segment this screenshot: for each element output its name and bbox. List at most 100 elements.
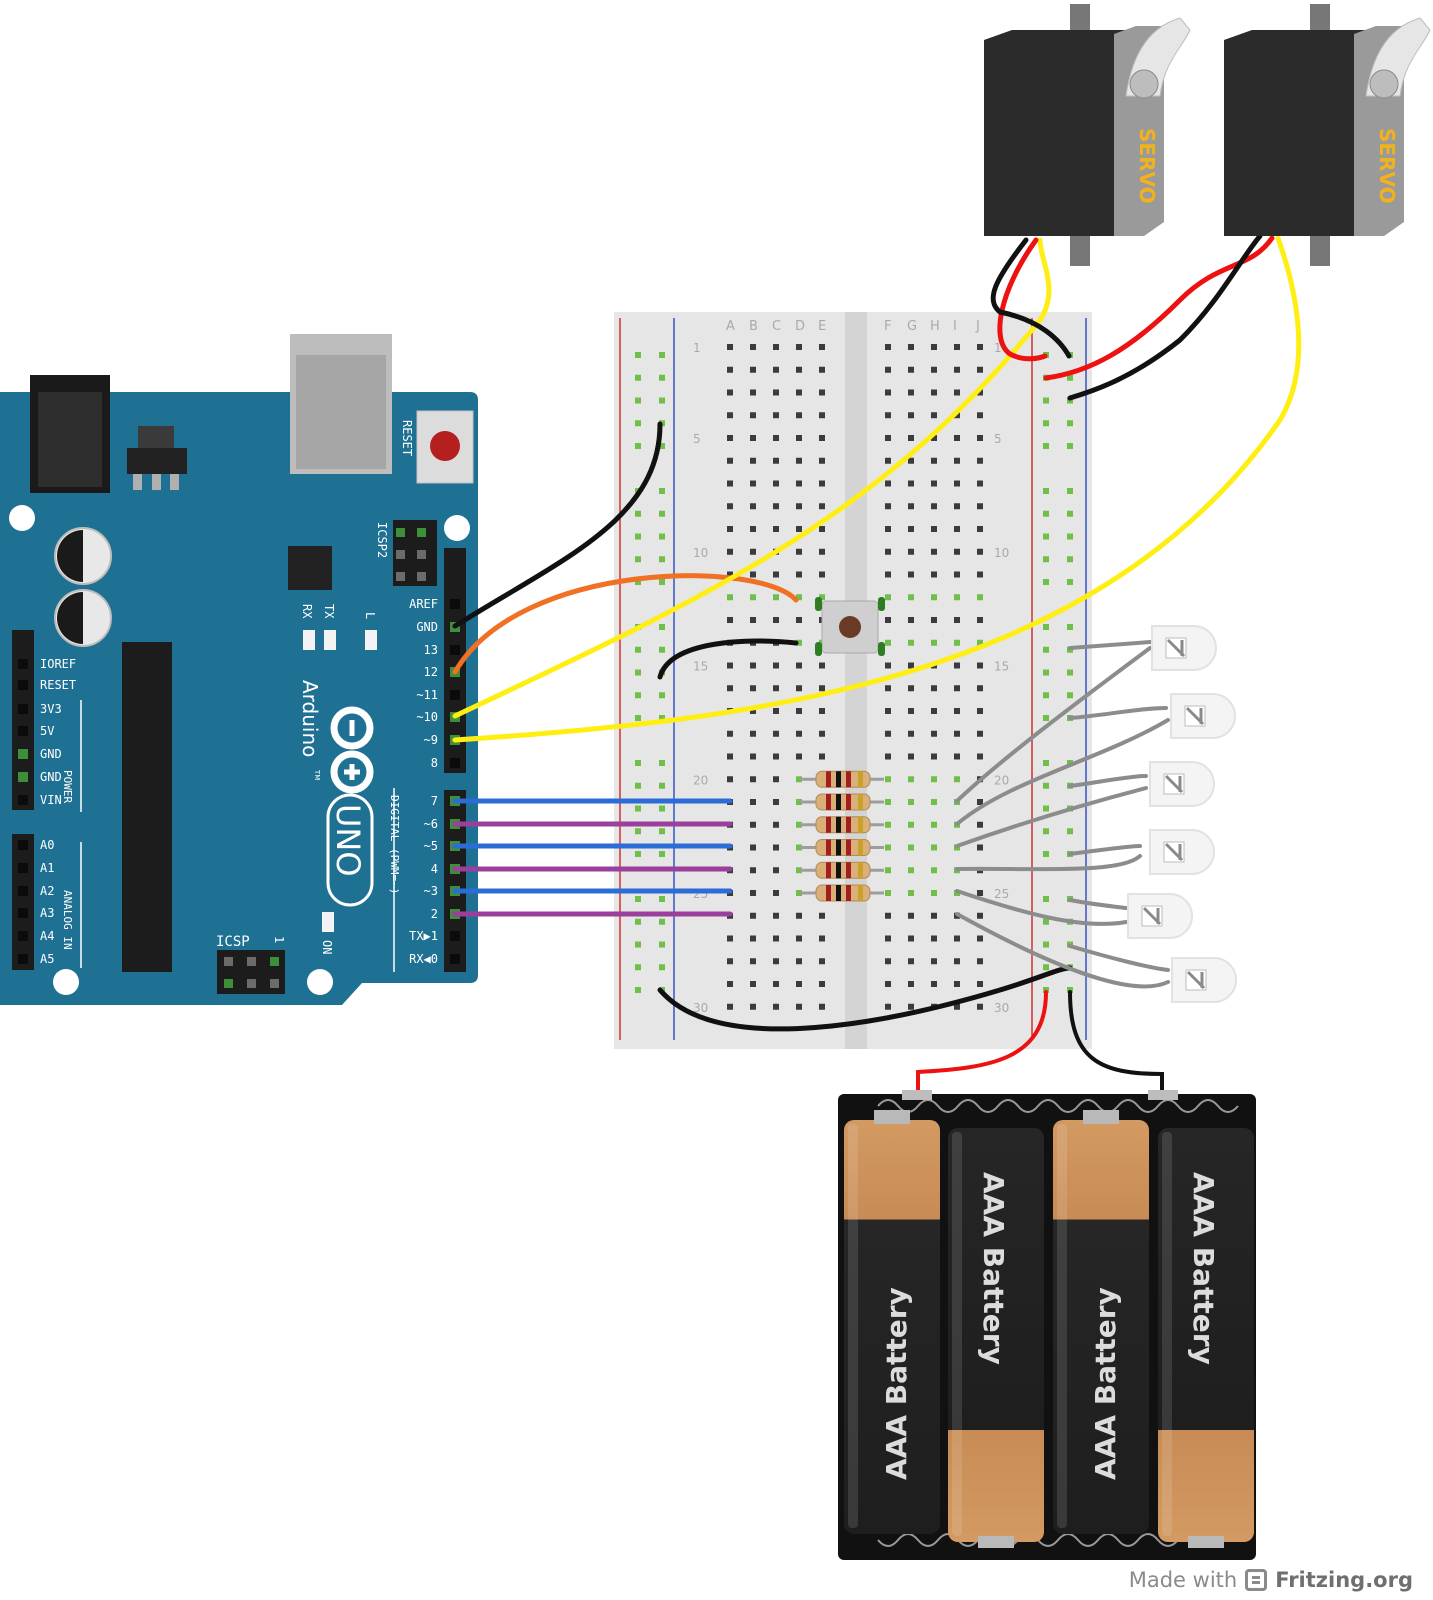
rail-hole xyxy=(659,533,665,540)
breadboard-hole xyxy=(773,958,779,965)
breadboard-hole xyxy=(977,412,983,419)
white-led xyxy=(1149,829,1215,875)
breadboard-hole xyxy=(931,594,937,601)
rail-hole xyxy=(635,964,641,971)
rail-hole xyxy=(659,896,665,902)
breadboard-hole xyxy=(931,480,937,487)
breadboard-hole xyxy=(819,730,825,737)
push-button[interactable] xyxy=(815,597,885,656)
breadboard-hole xyxy=(908,799,914,805)
regulator-leg xyxy=(152,474,161,490)
reset-button-cap[interactable] xyxy=(430,431,460,461)
rail-hole xyxy=(1043,692,1049,699)
breadboard-hole xyxy=(885,730,891,737)
breadboard-hole xyxy=(954,344,960,350)
breadboard-hole xyxy=(908,753,914,760)
rail-hole xyxy=(1067,579,1073,585)
breadboard-hole xyxy=(727,344,733,350)
breadboard-hole xyxy=(773,457,779,464)
breadboard-hole xyxy=(773,412,779,419)
breadboard-hole xyxy=(727,617,733,623)
digital-pin-label: 8 xyxy=(431,756,438,770)
rail-hole xyxy=(1043,579,1049,585)
breadboard-hole xyxy=(796,503,802,510)
breadboard-hole xyxy=(908,935,914,942)
rail-hole xyxy=(659,443,665,449)
breadboard-hole xyxy=(796,890,802,896)
l-label: L xyxy=(363,612,377,619)
breadboard-hole xyxy=(750,912,756,919)
wire-pin12-to-button xyxy=(452,573,799,675)
breadboard-hole xyxy=(750,890,756,896)
breadboard-hole xyxy=(908,435,914,441)
breadboard-hole xyxy=(727,366,733,373)
breadboard-hole xyxy=(931,639,937,646)
breadboard-hole xyxy=(727,1003,733,1010)
breadboard-hole xyxy=(885,935,891,942)
breadboard-hole xyxy=(727,548,733,555)
analog-pin-label: A2 xyxy=(40,884,54,898)
arduino-brand: Arduino xyxy=(298,680,322,757)
resistor xyxy=(800,839,884,856)
rail-hole xyxy=(1043,760,1049,766)
row-number: 20 xyxy=(994,773,1009,787)
row-number: 25 xyxy=(994,887,1009,901)
capacitor xyxy=(54,589,112,647)
breadboard-hole xyxy=(750,981,756,987)
led-lead xyxy=(955,718,1170,826)
breadboard-hole xyxy=(954,935,960,942)
breadboard-hole xyxy=(819,548,825,555)
mounting-hole xyxy=(307,969,333,995)
breadboard-hole xyxy=(931,958,937,965)
led-lead xyxy=(955,646,1152,803)
rail-hole xyxy=(1067,510,1073,517)
arduino-uno-board: RESET ICSP2 TX RX L ON Arduino TM UNO AR… xyxy=(0,334,478,1005)
made-with-label: Made with xyxy=(1128,1568,1238,1592)
breadboard-hole xyxy=(773,1003,779,1010)
breadboard-hole xyxy=(977,844,983,851)
rail-hole xyxy=(635,352,641,358)
digital-pin-label: ~10 xyxy=(416,710,438,724)
usb-connector-face xyxy=(296,355,386,469)
breadboard-hole xyxy=(819,366,825,373)
breadboard-hole xyxy=(727,503,733,510)
aaa-battery-cell: AAA Battery xyxy=(844,1110,940,1534)
breadboard-hole xyxy=(954,389,960,396)
breadboard-hole xyxy=(908,344,914,350)
rail-hole xyxy=(635,715,641,721)
rail-hole xyxy=(635,533,641,540)
rail-hole xyxy=(635,420,641,427)
breadboard-hole xyxy=(796,639,802,646)
breadboard-hole xyxy=(796,571,802,578)
rail-hole xyxy=(1043,646,1049,653)
rail-hole xyxy=(659,828,665,835)
digital-pin-label: 12 xyxy=(424,665,438,679)
battery-terminal xyxy=(902,1090,932,1100)
breadboard-hole xyxy=(954,776,960,783)
row-number: 15 xyxy=(693,660,708,674)
breadboard-hole xyxy=(796,1003,802,1010)
breadboard-hole xyxy=(977,639,983,646)
breadboard-hole xyxy=(773,799,779,805)
breadboard-hole xyxy=(819,935,825,942)
breadboard-hole xyxy=(727,753,733,760)
breadboard-hole xyxy=(885,594,891,601)
breadboard-hole xyxy=(908,594,914,601)
breadboard-hole xyxy=(727,480,733,487)
breadboard-hole xyxy=(885,981,891,987)
rail-hole xyxy=(1043,669,1049,676)
l-led xyxy=(365,630,377,650)
breadboard-hole xyxy=(750,821,756,828)
breadboard-hole xyxy=(954,480,960,487)
breadboard-hole xyxy=(908,548,914,555)
breadboard-hole xyxy=(908,662,914,669)
breadboard-hole xyxy=(750,935,756,942)
breadboard-hole xyxy=(796,662,802,669)
header-pin xyxy=(18,749,28,759)
breadboard-hole xyxy=(885,457,891,464)
led-lead xyxy=(1068,706,1168,720)
icsp2-pin xyxy=(417,528,426,537)
voltage-regulator-body xyxy=(127,448,187,474)
